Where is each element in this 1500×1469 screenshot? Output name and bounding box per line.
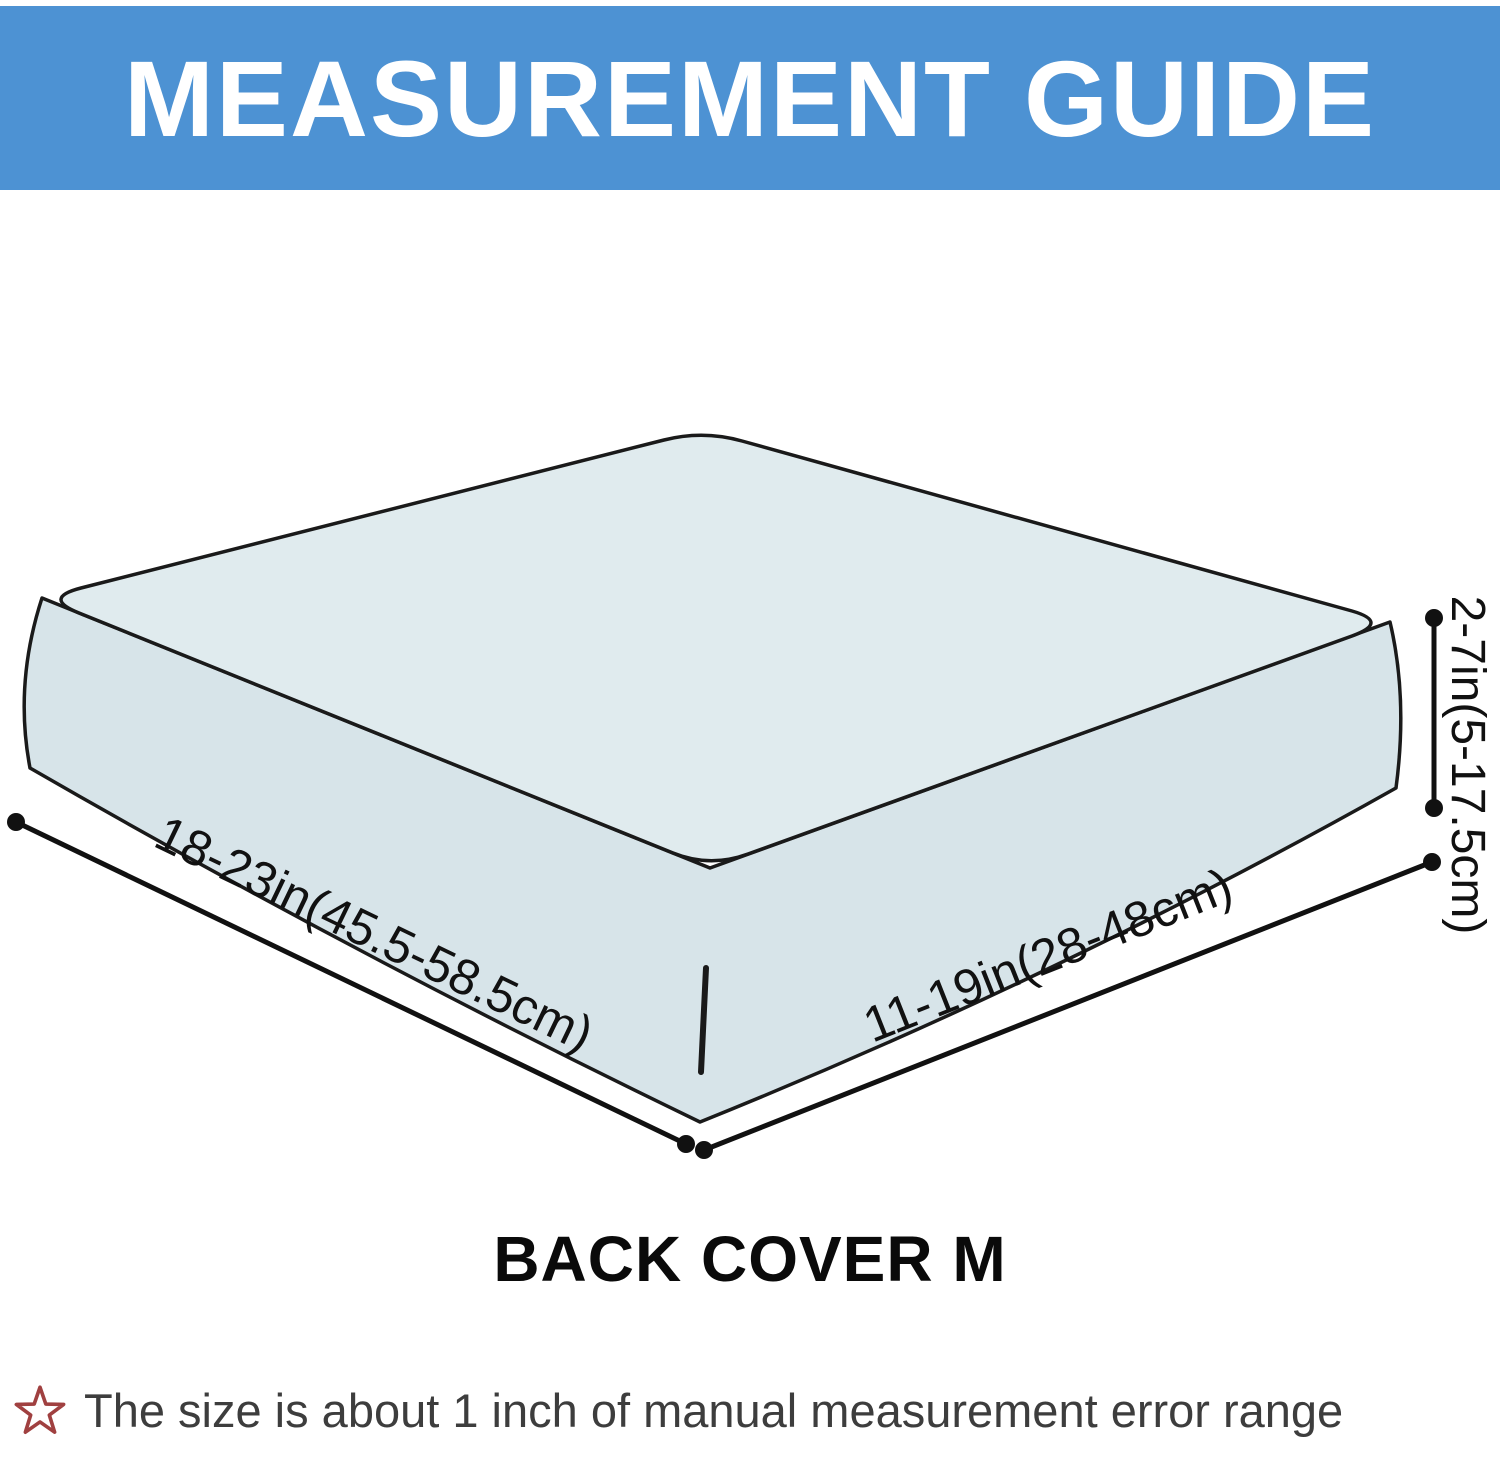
star-icon [14,1385,66,1435]
header-banner: MEASUREMENT GUIDE [0,6,1500,190]
height-dimension-line [1425,609,1443,817]
footnote-text: The size is about 1 inch of manual measu… [84,1383,1344,1437]
cushion-side-faces [22,596,1403,1124]
cushion-top-face [59,433,1373,863]
footnote: The size is about 1 inch of manual measu… [12,1382,1500,1438]
width-dimension-line [7,813,695,1153]
page-title: MEASUREMENT GUIDE [123,37,1377,159]
depth-dimension-line [695,853,1441,1159]
product-name-label: BACK COVER M [493,1223,1007,1295]
front-seam-line [698,965,709,1075]
height-dimension-label: 2-7in(5-17.5cm) [1441,596,1494,935]
